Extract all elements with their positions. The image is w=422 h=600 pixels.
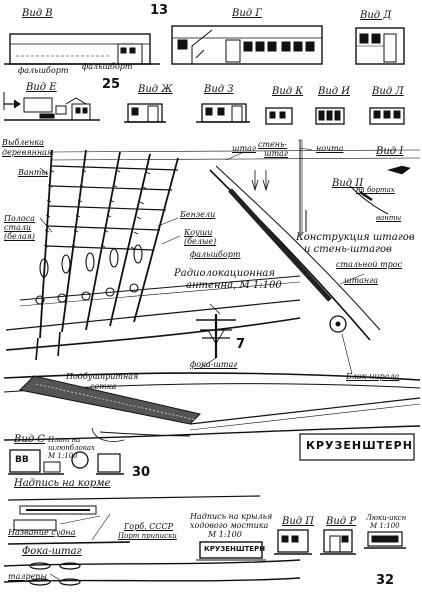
vyblenka-label-2: деревянная	[2, 148, 53, 157]
bridge-wing-plate-drawing	[196, 541, 266, 561]
sten-shtag-label-1: стень-	[258, 140, 288, 149]
view-e-label: Вид Е	[26, 82, 57, 93]
nazvanie-label: Название судна	[8, 528, 76, 537]
falshbort-label-1: фальшборт	[18, 66, 69, 75]
stern-bb-plate: ВВ	[15, 455, 29, 465]
vanty-label: Ванты	[18, 168, 49, 177]
polosa-label-2: стали	[4, 223, 32, 232]
stern-view-drawing	[8, 449, 64, 475]
view-k-drawing	[265, 107, 293, 125]
falshbort-label-3: фальшборт	[190, 250, 241, 259]
hull-name-plate: КРУЗЕНШТЕРН	[306, 439, 413, 452]
number-7: 7	[236, 337, 246, 352]
view-z-label: Вид З	[204, 84, 234, 95]
view-p-drawing	[274, 529, 312, 555]
view-g-drawing	[171, 25, 323, 65]
view-d-drawing	[355, 27, 405, 65]
beykeli-label: Бензели	[180, 210, 216, 219]
bridge-name-plate: КРУЗЕНШТЕРН	[204, 545, 266, 553]
nadpis-krylya-label-2: ходового мостика	[190, 521, 269, 530]
nadpis-krylya-label-1: Надпись на крылья	[190, 512, 273, 521]
view-zh-drawing	[124, 103, 166, 123]
lyuki-label-2: М 1:100	[370, 522, 400, 530]
stern-lettering-drawing	[7, 495, 261, 545]
view-xi-label: Вид I	[376, 146, 404, 157]
number-13: 13	[150, 3, 169, 18]
podbug-label-1: Подбушпритная	[66, 372, 139, 381]
vyblenka-label-1: Выбленка	[2, 138, 44, 147]
hull-and-netting-drawing	[3, 357, 421, 461]
foka-shtag-label-2: Фока-штаг	[22, 546, 82, 557]
number-30: 30	[132, 465, 151, 480]
stay-construction-drawing	[209, 139, 411, 375]
view-e-drawing	[3, 92, 100, 121]
fore-stay-turnbuckles-drawing	[3, 559, 301, 586]
foka-shtag-label: фока-штаг	[190, 360, 238, 369]
plot-label-3: М 1:100	[48, 452, 78, 460]
konstr-label-2: и стень-штагов	[304, 244, 392, 255]
talrepy-label: талрепы	[8, 572, 47, 581]
view-l-drawing	[369, 107, 405, 125]
number-32: 32	[376, 573, 395, 588]
view-p-label: Вид П	[282, 516, 315, 527]
shrouds-drawing	[5, 149, 421, 361]
shtag-label: штаг	[232, 144, 256, 153]
view-l-label: Вид Л	[372, 86, 404, 97]
view-v-drawing	[9, 33, 151, 65]
falshbort-label-2: фальшборт	[82, 62, 133, 71]
konstr-label-1: Конструкция штагов	[296, 232, 415, 243]
plot-label-2: шлюпблоках	[48, 444, 96, 452]
blok-label: Блок нирала	[346, 372, 400, 381]
view-r-label: Вид Р	[326, 516, 357, 527]
polosa-label-1: Полоса	[4, 214, 35, 223]
view-r-drawing	[320, 529, 356, 555]
radio-label-2: антенна, М 1:100	[186, 280, 282, 291]
polosa-label-3: (белая)	[4, 232, 36, 241]
sten-shtag-label-2: штаг	[264, 149, 288, 158]
view-xii-label: Вид II	[332, 178, 364, 189]
view-i-label: Вид И	[318, 86, 351, 97]
nadpis-korme-label: Надпись на корме	[14, 478, 111, 489]
view-k-label: Вид К	[272, 86, 304, 97]
number-25: 25	[102, 77, 121, 92]
port-label: Порт приписки	[118, 532, 177, 540]
kuchi-label-2: (белые)	[184, 237, 217, 246]
view-zh-label: Вид Ж	[138, 84, 173, 95]
stalnoy-label: стальной трос	[336, 260, 403, 269]
na-bortah-label: на бортах	[356, 186, 395, 194]
radar-antenna-drawing	[196, 303, 236, 358]
life-raft-drawing	[71, 451, 124, 475]
view-g-label: Вид Г	[232, 8, 262, 19]
podbug-label-2: сетка	[90, 382, 117, 391]
view-i-drawing	[315, 107, 345, 125]
radio-label-1: Радиолокационная	[174, 268, 276, 279]
kuchi-label-1: Коуши	[184, 228, 213, 237]
nadpis-krylya-label-3: М 1:100	[208, 530, 242, 539]
view-v-label: Вид В	[22, 8, 53, 19]
shtanga-label: штанга	[344, 276, 379, 285]
gorb-label: Горб. СССР	[124, 522, 173, 531]
view-d-label: Вид Д	[360, 10, 392, 21]
plot-label-1: Плот на	[48, 436, 81, 444]
nochta-label: ночта	[316, 144, 344, 153]
vanty2-label: ванты	[376, 214, 402, 222]
view-s-label: Вид С	[14, 434, 45, 445]
view-z-drawing	[196, 103, 250, 123]
lyuki-label-1: Люки-иксн	[366, 514, 407, 522]
hatch-drawing	[364, 531, 406, 549]
